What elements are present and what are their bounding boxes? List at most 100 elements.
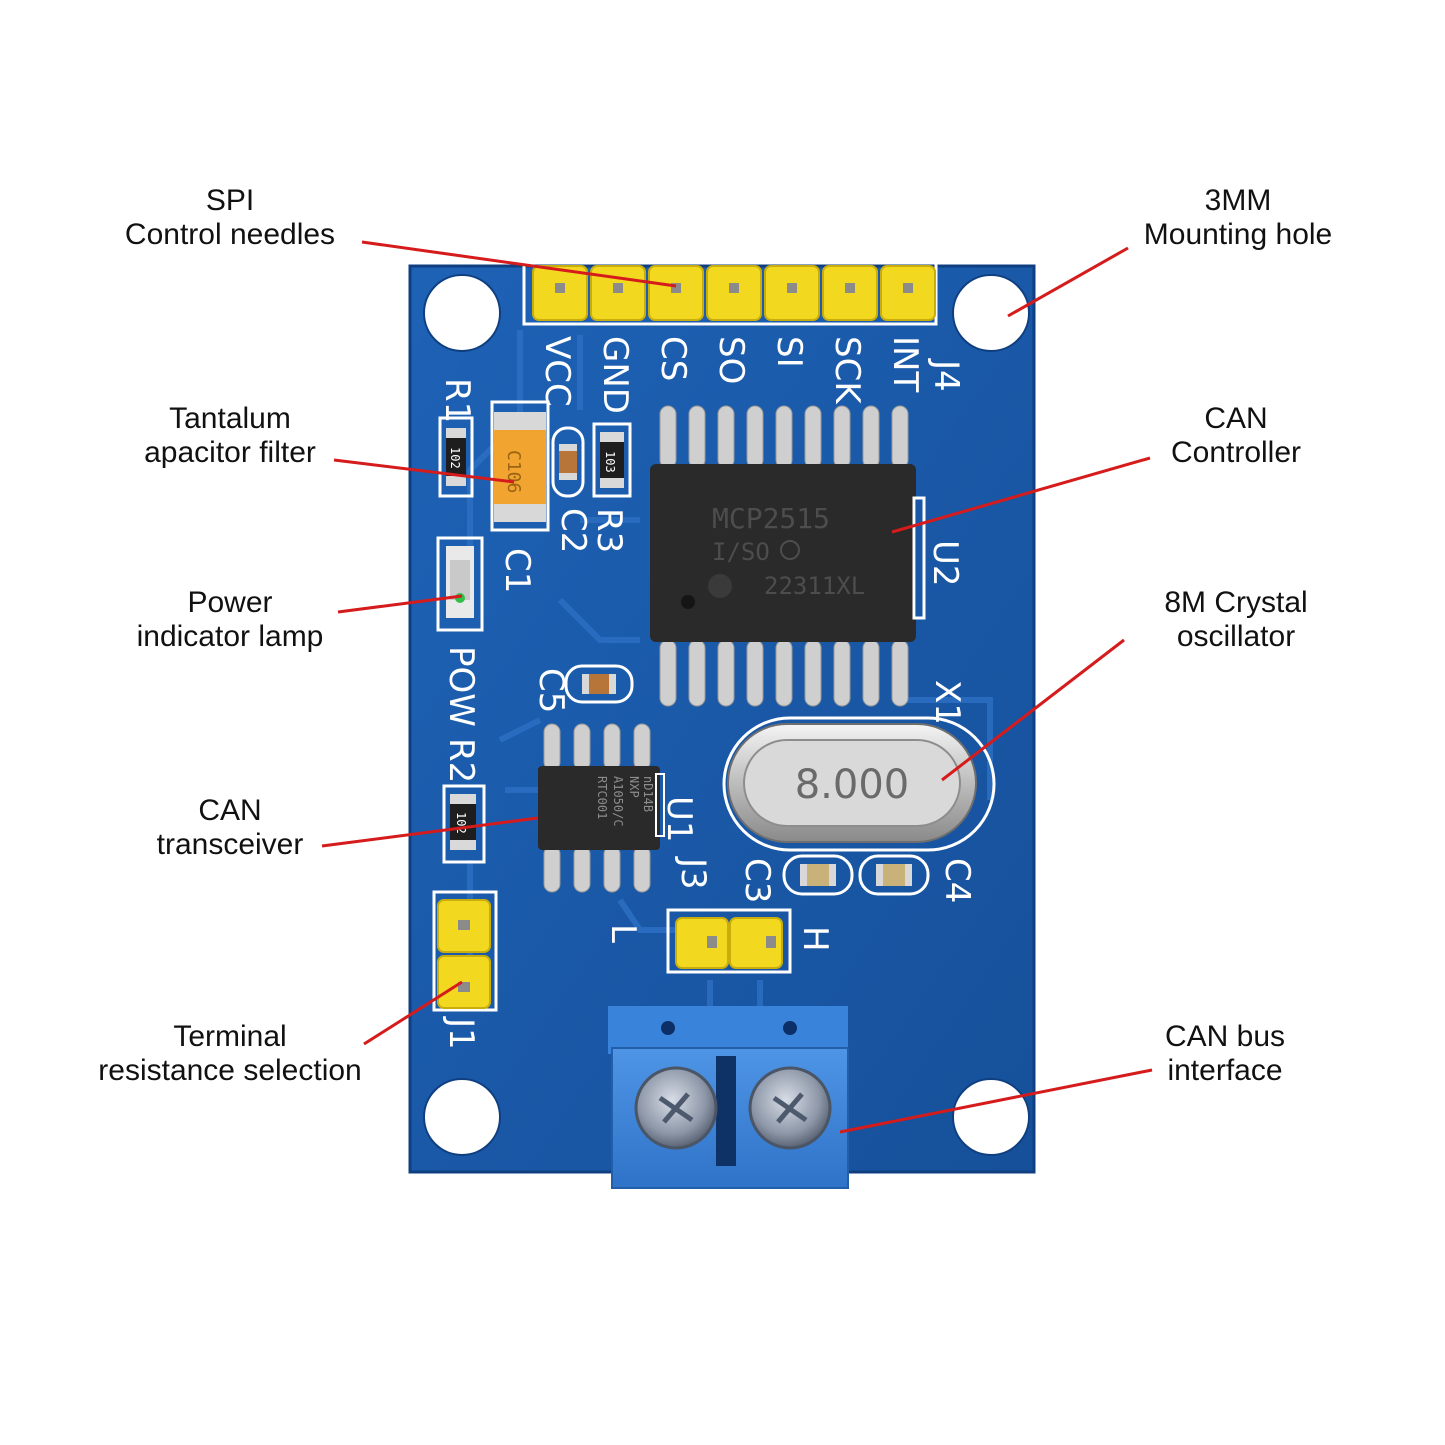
u1-pin [573,845,591,893]
pin-contact [555,283,565,293]
capacitor-c4: C4 [858,854,977,903]
label-bus-line2: interface [1167,1054,1283,1087]
label-can-transceiver: CAN transceiver [120,794,340,862]
label-spi-line1: SPI [205,184,255,217]
u1-pin [543,723,561,771]
u2-body [650,464,916,642]
silk-r1: R1 [437,378,477,423]
can-bus-terminal-block [608,1006,849,1189]
u2-pin [688,639,706,707]
u1-marking-3: RTC001 [595,776,609,819]
leader-terminal-sel [363,980,463,1046]
silk-j1: J1 [441,1016,481,1050]
u1-marking-4: nD14B [641,776,655,812]
label-controller-line1: CAN [1204,402,1268,435]
mounting-hole [423,1078,501,1156]
pin-label-cs: CS [653,336,693,381]
silk-l: L [603,924,643,943]
leader-spi [361,240,677,288]
capacitor-c2: C2 [551,426,593,553]
u1-marking-1: NXP [627,776,641,798]
u1-pin [633,845,651,893]
mounting-hole [952,1078,1030,1156]
u2-marking-3: 22311XL [764,572,865,600]
resistor-r3: 103 R3 [589,422,632,553]
label-power-line2: indicator lamp [136,620,324,653]
r3-marking: 103 [603,451,617,473]
label-bus-line1: CAN bus [1164,1020,1286,1053]
capacitor-c5: C5 [531,664,634,713]
label-transceiver-line1: CAN [198,794,262,827]
silk-h: H [795,926,835,952]
label-mounting-hole: 3MM Mounting hole [1120,184,1356,252]
u2-pin [862,639,880,707]
label-mounting-line1: 3MM [1204,184,1272,217]
pin-label-so: SO [711,336,751,384]
silk-c3: C3 [737,858,777,903]
pin-label-vcc: VCC [537,336,577,407]
u2-pin [688,405,706,469]
silk-c4: C4 [937,858,977,903]
label-crystal-line1: 8M Crystal [1164,586,1308,619]
pin-contact [903,283,913,293]
can-controller-chip: MCP2515 I/SO 22311XL U2 [650,405,965,707]
u2-pin [746,405,764,469]
u1-pin [573,723,591,771]
u1-body [538,766,660,850]
terminal-back [608,1006,848,1054]
u2-pin [717,405,735,469]
label-terminal-resistance: Terminal resistance selection [70,1020,390,1088]
leader-tantalum [333,458,515,484]
leader-lines [321,240,1153,1134]
silk-c2: C2 [553,508,593,553]
label-terminal-line1: Terminal [173,1020,287,1053]
r2-marking: 102 [454,812,468,834]
pin-contact [671,283,681,293]
r1-marking: 102 [448,447,462,469]
silk-c5: C5 [531,668,571,713]
mounting-hole [952,274,1030,352]
u2-pin [717,639,735,707]
u2-pin [891,405,909,469]
power-led: POW [436,536,484,727]
resistor-r2: R2 102 [441,738,486,864]
silk-r2: R2 [441,738,481,783]
silk-r3: R3 [589,508,629,553]
label-terminal-line2: resistance selection [98,1054,362,1087]
label-can-bus-interface: CAN bus interface [1130,1020,1320,1088]
u2-pin [804,639,822,707]
u2-pin [746,639,764,707]
pin-label-si: SI [769,336,809,368]
label-crystal-oscillator: 8M Crystal oscillator [1126,586,1346,654]
silk-pow: POW [441,646,481,727]
u2-pin [659,639,677,707]
label-transceiver-line2: transceiver [156,828,304,861]
u2-pin [775,639,793,707]
spi-pin-header [522,260,938,326]
leader-crystal [941,638,1125,782]
u1-pin [603,845,621,893]
capacitor-c3: C3 [737,854,854,903]
u1-marking-2: A1050/C [611,776,625,827]
pin-contact [729,283,739,293]
mounting-hole [423,274,501,352]
u2-marking-1: MCP2515 [712,502,830,535]
u2-pin [775,405,793,469]
label-power-line1: Power [187,586,273,619]
u2-pin [804,405,822,469]
pin-label-sck: SCK [827,336,867,405]
resistor-r1: R1 102 [437,378,477,498]
leader-bus [839,1068,1153,1134]
pin-contact [787,283,797,293]
u2-pin [862,405,880,469]
pin-contact [613,283,623,293]
u2-pin [659,405,677,469]
label-controller-line2: Controller [1170,436,1302,469]
pin-contact [845,283,855,293]
pin-label-gnd: GND [595,336,635,414]
crystal-marking: 8.000 [795,762,910,808]
u2-pin [833,639,851,707]
tantalum-marking: C106 [503,450,524,493]
label-crystal-line2: oscillator [1176,620,1296,653]
